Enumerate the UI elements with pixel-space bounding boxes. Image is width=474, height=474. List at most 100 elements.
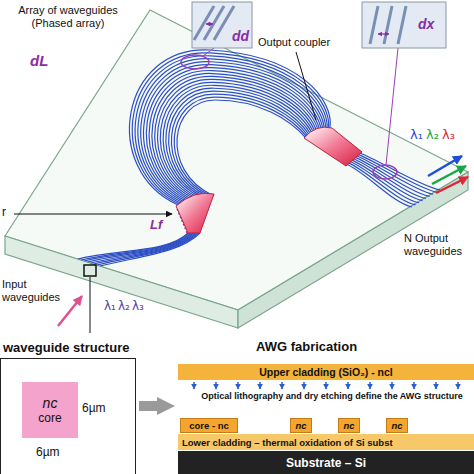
layer-label: core - nc — [189, 420, 229, 431]
dimension-label: dL — [30, 52, 48, 69]
part-label: Input waveguides — [2, 278, 68, 303]
substrate-layer: Substrate – Si — [178, 451, 474, 474]
core-block: core - nc — [180, 418, 238, 433]
waveguide-line — [353, 159, 426, 199]
leader-line — [296, 52, 316, 120]
inset-waveguide — [384, 6, 392, 44]
leader-arrow — [14, 214, 172, 215]
part-label: r — [2, 206, 6, 220]
wavelength-label: λ₁ — [410, 128, 423, 143]
detail-marker — [373, 165, 397, 179]
wavelength-label: λ₃ — [442, 128, 455, 143]
part-label: Output coupler — [258, 36, 330, 49]
waveguide-line — [78, 233, 188, 259]
part-label: N Output waveguides — [404, 232, 470, 257]
input-waveguides — [78, 233, 200, 266]
core-label: core — [38, 411, 61, 425]
etch-arrows — [194, 382, 458, 389]
detail-inset — [192, 2, 252, 48]
inset-waveguide — [204, 6, 224, 40]
zoom-leader — [90, 277, 91, 333]
etch-arrow — [193, 382, 195, 389]
etch-arrow — [325, 382, 327, 389]
waveguide-line — [177, 100, 306, 195]
waveguide-line — [169, 91, 311, 197]
core-block: nc — [290, 418, 312, 433]
dimension-label: 6µm — [82, 402, 106, 416]
waveguide-line — [130, 50, 331, 205]
waveguide-line — [138, 59, 326, 204]
index-label: nc — [391, 420, 402, 431]
waveguide-line — [171, 94, 308, 196]
inset-waveguide — [194, 6, 214, 40]
etch-arrow — [457, 382, 459, 389]
layer-label: Upper cladding (SiO₂) - ncl — [259, 366, 393, 378]
etch-arrow — [281, 382, 283, 389]
panel-heading: waveguide structure — [0, 339, 129, 357]
length-marker — [177, 209, 187, 233]
detail-inset — [362, 2, 446, 48]
etch-arrow — [369, 382, 371, 389]
etch-arrow — [435, 382, 437, 389]
inset-waveguide — [214, 6, 234, 40]
output-arrow — [428, 156, 462, 176]
index-label: nc — [295, 420, 306, 431]
output-waveguides — [346, 153, 440, 207]
waveguide-line — [81, 233, 190, 260]
flow-arrow — [139, 401, 157, 411]
waveguide-line — [355, 157, 430, 196]
waveguide-line — [144, 65, 323, 202]
dimension-arrow — [378, 33, 389, 34]
cladding-layer: Lower cladding – thermal oxidation of Si… — [178, 434, 474, 450]
etch-arrow — [413, 382, 415, 389]
dimension-label: 6µm — [36, 446, 60, 460]
waveguide-line — [141, 62, 325, 203]
etch-arrow — [347, 382, 349, 389]
dimension-label: dd — [232, 28, 249, 44]
dimension-label: dx — [418, 16, 434, 32]
detail-leader — [386, 48, 398, 165]
layer-label: Lower cladding – thermal oxidation of Si… — [182, 437, 393, 448]
waveguide-array — [130, 50, 331, 205]
core-block: nc — [338, 418, 360, 433]
wavelength-label: λ₃ — [132, 300, 144, 314]
wavelength-label: λ₁ — [104, 300, 116, 314]
detail-marker — [181, 55, 209, 69]
etch-arrow — [237, 382, 239, 389]
index-label: nc — [343, 420, 354, 431]
input-coupler — [176, 193, 214, 233]
etch-arrow — [259, 382, 261, 389]
inset-waveguide — [398, 6, 406, 44]
etch-arrow — [215, 382, 217, 389]
panel-heading: AWG fabrication — [178, 338, 474, 356]
index-label: nc — [43, 395, 58, 411]
waveguide-line — [360, 153, 440, 190]
layer-label: Substrate – Si — [286, 456, 366, 470]
inset-waveguide — [370, 6, 378, 44]
core-block: nc — [386, 418, 408, 433]
dimension-label: Lf — [150, 218, 162, 233]
input-arrow — [58, 296, 82, 326]
zoom-box — [84, 265, 96, 276]
output-coupler — [304, 127, 362, 166]
chip-side — [5, 236, 238, 328]
cladding-layer: Upper cladding (SiO₂) - ncl — [178, 364, 474, 380]
wavelength-label: λ₂ — [426, 128, 439, 143]
output-arrow — [436, 177, 468, 193]
waveguide-line — [358, 154, 436, 192]
part-label: Array of waveguides (Phased array) — [6, 4, 130, 29]
waveguide-line — [357, 156, 434, 195]
waveguide-line — [174, 97, 307, 196]
etch-arrow — [303, 382, 305, 389]
core-square: nccore — [22, 382, 78, 438]
fabrication-panel: AWG fabricationUpper cladding (SiO₂) - n… — [178, 338, 474, 474]
etch-arrow — [391, 382, 393, 389]
detail-leader — [203, 48, 214, 56]
waveguide-line — [149, 71, 320, 201]
dimension-arrow — [206, 23, 213, 24]
structure-frame: waveguide structure nccore — [0, 338, 136, 474]
wavelength-label: λ₂ — [118, 300, 130, 314]
waveguide-line — [146, 68, 321, 202]
process-note: Optical lithography and dry etching defi… — [190, 391, 474, 402]
